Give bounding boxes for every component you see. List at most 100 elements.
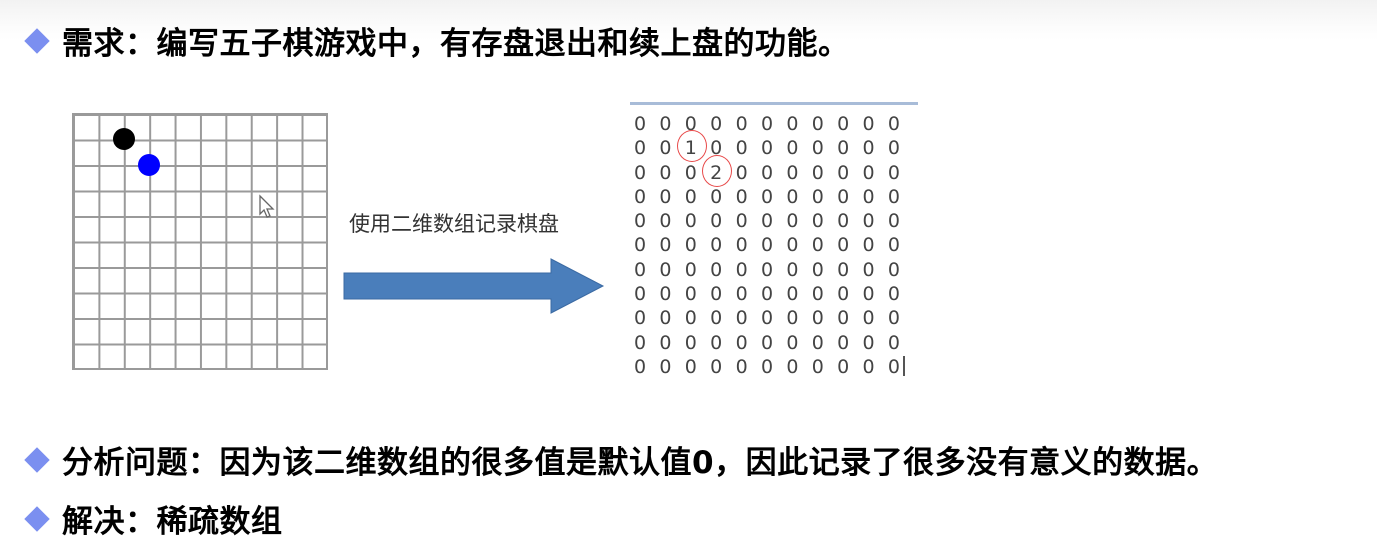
array-cell: 0 xyxy=(659,283,672,306)
array-cell: 0 xyxy=(684,185,697,208)
array-cell: 0 xyxy=(684,331,697,354)
array-cell: 0 xyxy=(659,355,672,378)
array-cell: 0 xyxy=(735,137,748,160)
mouse-pointer-icon xyxy=(259,194,275,218)
array-cell: 0 xyxy=(862,307,875,330)
text-caret xyxy=(903,356,905,376)
array-cell: 0 xyxy=(710,137,723,160)
array-top-border xyxy=(630,102,918,105)
array-cell: 0 xyxy=(735,355,748,378)
gomoku-board xyxy=(72,113,328,370)
array-cell: 0 xyxy=(887,331,900,354)
array-cell: 0 xyxy=(710,185,723,208)
array-cell: 0 xyxy=(786,331,799,354)
array-cell: 0 xyxy=(659,137,672,160)
blue-stone xyxy=(138,153,161,176)
array-cell: 0 xyxy=(634,113,647,135)
array-cell: 0 xyxy=(760,161,774,184)
array-cell: 0 xyxy=(887,307,900,330)
array-cell: 0 xyxy=(760,113,774,135)
array-cell: 0 xyxy=(811,355,824,378)
array-cell: 0 xyxy=(887,137,900,160)
array-cell: 0 xyxy=(786,234,799,257)
array-cell: 0 xyxy=(811,210,824,233)
array-cell: 0 xyxy=(634,234,647,257)
array-cell: 0 xyxy=(811,283,824,306)
array-cell: 0 xyxy=(735,258,748,281)
array-cell: 0 xyxy=(811,137,824,160)
array-cell: 0 xyxy=(786,258,799,281)
array-cell: 0 xyxy=(786,185,799,208)
array-cell: 0 xyxy=(659,258,672,281)
array-cell: 0 xyxy=(634,331,647,354)
array-cell: 0 xyxy=(634,258,647,281)
highlight-circle xyxy=(702,154,733,187)
diamond-bullet-icon xyxy=(24,446,50,473)
array-cell: 0 xyxy=(887,258,900,281)
array-cell: 0 xyxy=(862,258,875,281)
right-arrow-icon xyxy=(343,258,605,314)
array-cell: 0 xyxy=(735,161,748,184)
array-cell: 0 xyxy=(887,113,900,135)
array-cell: 0 xyxy=(659,331,672,354)
array-cell: 0 xyxy=(735,283,748,306)
black-stone xyxy=(112,128,135,151)
array-cell: 0 xyxy=(710,234,723,257)
array-cell: 0 xyxy=(786,355,799,378)
array-cell: 0 xyxy=(786,137,799,160)
analysis-text: 分析问题：因为该二维数组的很多值是默认值0，因此记录了很多没有意义的数据。 xyxy=(62,445,1219,481)
analysis-bullet: 分析问题：因为该二维数组的很多值是默认值0，因此记录了很多没有意义的数据。 xyxy=(24,437,1218,482)
array-cell: 0 xyxy=(786,113,799,135)
array-cell: 0 xyxy=(684,161,697,184)
array-cell: 0 xyxy=(862,234,875,257)
solution-bullet: 解决：稀疏数组 xyxy=(24,496,283,541)
solution-text: 解决：稀疏数组 xyxy=(62,504,283,540)
array-cell: 0 xyxy=(837,331,850,354)
array-cell: 0 xyxy=(659,161,672,184)
array-cell: 0 xyxy=(634,161,647,184)
array-cell: 0 xyxy=(659,234,672,257)
array-cell: 0 xyxy=(735,185,748,208)
array-cell: 0 xyxy=(887,161,900,184)
array-cell: 0 xyxy=(760,355,774,378)
array-cell: 0 xyxy=(837,185,850,208)
array-cell: 0 xyxy=(887,283,900,306)
array-cell: 0 xyxy=(837,161,850,184)
highlight-circle xyxy=(676,130,707,163)
array-cell: 0 xyxy=(862,283,875,306)
requirement-bullet: 需求：编写五子棋游戏中，有存盘退出和续上盘的功能。 xyxy=(24,18,850,63)
array-cell: 0 xyxy=(760,234,774,257)
array-cell: 0 xyxy=(837,258,850,281)
array-cell: 0 xyxy=(634,210,647,233)
array-cell: 0 xyxy=(837,137,850,160)
array-cell: 0 xyxy=(634,137,647,160)
array-cell: 0 xyxy=(887,355,900,378)
array-cell: 0 xyxy=(811,307,824,330)
array-cell: 0 xyxy=(887,210,900,233)
array-cell: 0 xyxy=(735,331,748,354)
array-cell: 0 xyxy=(659,210,672,233)
array-cell: 0 xyxy=(887,185,900,208)
array-cell: 0 xyxy=(659,185,672,208)
array-cell: 0 xyxy=(634,185,647,208)
array-cell: 0 xyxy=(634,283,647,306)
array-cell: 0 xyxy=(735,210,748,233)
array-cell: 0 xyxy=(862,355,875,378)
array-cell: 0 xyxy=(735,307,748,330)
array-cell: 0 xyxy=(837,234,850,257)
array-cell: 0 xyxy=(684,283,697,306)
array-cell: 0 xyxy=(710,283,723,306)
array-cell: 0 xyxy=(837,283,850,306)
diamond-bullet-icon xyxy=(24,505,50,532)
array-cell: 0 xyxy=(760,258,774,281)
array-cell: 0 xyxy=(710,355,723,378)
array-cell: 0 xyxy=(659,307,672,330)
array-cell: 0 xyxy=(659,113,672,135)
array-cell: 0 xyxy=(710,113,723,135)
array-cell: 0 xyxy=(811,234,824,257)
diagram-caption: 使用二维数组记录棋盘 xyxy=(349,212,559,236)
array-cell: 0 xyxy=(862,113,875,135)
array-cell: 0 xyxy=(811,331,824,354)
array-cell: 0 xyxy=(811,161,824,184)
